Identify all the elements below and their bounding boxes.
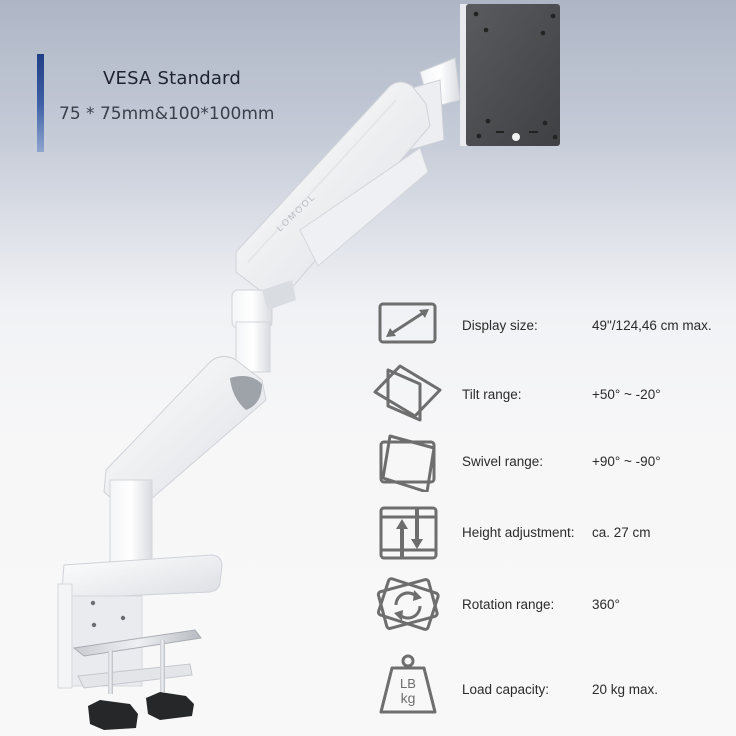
swivel-icon [372,432,442,494]
vesa-accent-bar [37,54,44,152]
display-size-icon [372,295,442,355]
tilt-icon [372,362,442,422]
spec-value: 49"/124,46 cm max. [592,318,712,333]
spec-label: Display size: [462,318,538,333]
svg-text:kg: kg [401,690,416,706]
spec-rotation-range: Rotation range: 360° [370,575,736,635]
spec-value: ca. 27 cm [592,525,651,540]
spec-load-capacity: LB kg Load capacity: 20 kg max. [370,652,736,718]
vesa-plate [460,4,560,146]
spec-value: +90° ~ -90° [592,454,661,469]
spec-label: Tilt range: [462,387,522,402]
spec-label: Height adjustment: [462,525,575,540]
vesa-subtitle: 75 * 75mm&100*100mm [59,104,275,124]
vesa-title: VESA Standard [103,68,241,89]
spec-display-size: Display size: 49"/124,46 cm max. [370,295,736,355]
load-weight-icon: LB kg [372,652,442,718]
spec-value: 20 kg max. [592,682,659,697]
spec-value: +50° ~ -20° [592,387,661,402]
svg-text:LB: LB [400,676,416,691]
spec-label: Load capacity: [462,682,550,697]
height-adjust-icon [372,505,442,565]
rotation-icon [372,575,442,635]
spec-value: 360° [592,597,620,612]
spec-label: Swivel range: [462,454,544,469]
spec-height-adjustment: Height adjustment: ca. 27 cm [370,505,736,565]
spec-swivel-range: Swivel range: +90° ~ -90° [370,432,736,494]
spec-tilt-range: Tilt range: +50° ~ -20° [370,362,736,422]
spec-label: Rotation range: [462,597,555,612]
